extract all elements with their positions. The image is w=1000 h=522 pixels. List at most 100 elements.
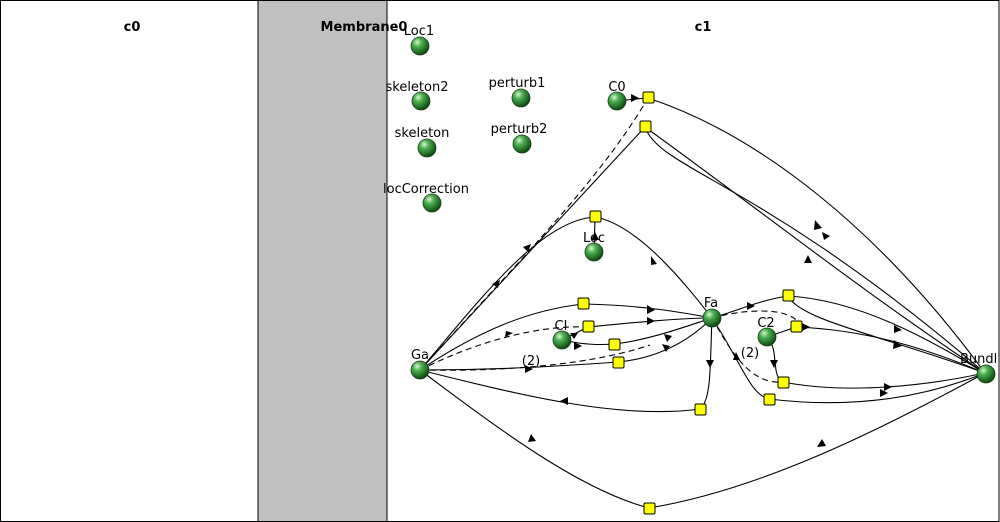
edge-ga-r4[interactable] bbox=[419, 303, 584, 371]
edge-r9-bundl[interactable] bbox=[648, 372, 986, 509]
reaction-node-r9[interactable] bbox=[643, 502, 656, 515]
species-node-perturb2[interactable] bbox=[512, 134, 532, 154]
edge-r13-bundl[interactable] bbox=[768, 372, 986, 404]
edge-r10-bundl-2[interactable] bbox=[787, 295, 986, 374]
reaction-node-r1[interactable] bbox=[642, 91, 655, 104]
stoichiometry-label-fa: (2) bbox=[741, 346, 759, 361]
compartment-c1[interactable] bbox=[386, 0, 1000, 522]
edge-r4-fa[interactable] bbox=[582, 303, 713, 319]
reaction-node-r5[interactable] bbox=[582, 320, 595, 333]
reaction-node-r13[interactable] bbox=[763, 393, 776, 406]
arrow-fa-r8 bbox=[706, 360, 714, 368]
species-node-skeleton[interactable] bbox=[417, 138, 437, 158]
reaction-nodes bbox=[577, 91, 803, 515]
species-nodes bbox=[410, 36, 996, 384]
arrow-ga-r4 bbox=[505, 331, 513, 337]
species-node-skeleton2[interactable] bbox=[411, 91, 431, 111]
reaction-node-r11[interactable] bbox=[790, 320, 803, 333]
edge-r10-bundl[interactable] bbox=[787, 295, 986, 374]
edge-ga-r9[interactable] bbox=[419, 369, 650, 509]
species-node-ci[interactable] bbox=[552, 330, 572, 350]
arrow-ga-r9 bbox=[528, 434, 536, 442]
species-label-perturb2: perturb2 bbox=[491, 122, 548, 137]
species-node-loc[interactable] bbox=[584, 242, 604, 262]
edge-ga-r3[interactable] bbox=[419, 216, 596, 371]
species-label-loc1: Loc1 bbox=[404, 24, 434, 39]
arrow-fa-r11 bbox=[802, 323, 810, 331]
species-node-c0[interactable] bbox=[607, 91, 627, 111]
compartment-label-membrane: Membrane0 bbox=[321, 20, 408, 35]
species-label-ga: Ga bbox=[411, 348, 429, 363]
species-node-perturb1[interactable] bbox=[511, 88, 531, 108]
edge-fa-r13[interactable] bbox=[711, 317, 770, 400]
arrow-r4-fa bbox=[647, 305, 655, 314]
species-label-loccorrection: locCorrection bbox=[383, 182, 469, 197]
compartment-label-c1: c1 bbox=[695, 20, 712, 35]
species-node-loc1[interactable] bbox=[410, 36, 430, 56]
edge-ga-r5-dashed[interactable] bbox=[419, 326, 589, 371]
edge-r7-fa[interactable] bbox=[617, 317, 713, 363]
reaction-node-r3[interactable] bbox=[589, 210, 602, 223]
edge-r2-bundl[interactable] bbox=[644, 126, 986, 374]
reaction-node-r10[interactable] bbox=[782, 289, 795, 302]
species-node-fa[interactable] bbox=[702, 308, 722, 328]
arrow-r8-ga bbox=[560, 397, 568, 405]
arrow-r1-bundl bbox=[814, 220, 822, 230]
species-label-ci: CI bbox=[555, 319, 568, 334]
species-label-loc: Loc bbox=[583, 231, 605, 246]
edge-ga-r2[interactable] bbox=[419, 126, 646, 371]
arrow-r5-fa bbox=[647, 317, 655, 325]
edge-ga-r7-dashed[interactable] bbox=[419, 344, 651, 371]
arrow-r2-bundl bbox=[822, 232, 830, 240]
reaction-node-r12[interactable] bbox=[777, 376, 790, 389]
arrow-bundl-r2 bbox=[804, 255, 812, 263]
species-node-bundl[interactable] bbox=[976, 364, 996, 384]
edge-r3-fa[interactable] bbox=[594, 216, 713, 319]
species-label-bundl: Bundl bbox=[960, 352, 997, 367]
arrow-r10-bundl bbox=[894, 325, 902, 333]
species-node-c2[interactable] bbox=[757, 327, 777, 347]
arrow-ci-r6 bbox=[574, 342, 582, 350]
arrow-c2-r12 bbox=[770, 360, 778, 368]
arrowheads bbox=[492, 94, 902, 447]
arrow-c0-r1 bbox=[631, 94, 639, 102]
edge-r5-fa[interactable] bbox=[587, 317, 713, 328]
arrow-loc-r3 bbox=[591, 232, 599, 240]
species-node-ga[interactable] bbox=[410, 360, 430, 380]
reaction-node-r6[interactable] bbox=[608, 338, 621, 351]
arrow-fa-r10 bbox=[747, 302, 755, 310]
species-node-loccorrection[interactable] bbox=[422, 193, 442, 213]
edge-fa-r11-dashed[interactable] bbox=[711, 310, 801, 326]
arrow-r7-fa bbox=[662, 344, 670, 352]
arrow-r12-bundl bbox=[884, 383, 892, 391]
arrow-r6-fa bbox=[664, 334, 672, 342]
arrow-ga-r2 bbox=[492, 280, 500, 288]
edge-bundl-r2[interactable] bbox=[644, 126, 986, 374]
species-label-skeleton2: skeleton2 bbox=[385, 80, 448, 95]
compartment-c0[interactable] bbox=[0, 0, 259, 522]
species-labels: Loc1 skeleton2 perturb1 C0 skeleton pert… bbox=[383, 24, 997, 367]
arrow-r13-bundl bbox=[880, 389, 888, 397]
arrow-ci-r5 bbox=[570, 333, 578, 339]
arrow-r3-fa bbox=[651, 256, 657, 265]
arrow-ga-r7 bbox=[525, 365, 533, 373]
species-label-perturb1: perturb1 bbox=[489, 76, 546, 91]
species-label-c0: C0 bbox=[608, 80, 625, 95]
reaction-node-r4[interactable] bbox=[577, 297, 590, 310]
compartment-membrane[interactable] bbox=[257, 0, 388, 522]
arrow-r9-bundl bbox=[817, 439, 826, 447]
stoichiometry-label-ga: (2) bbox=[522, 354, 540, 369]
edge-r1-bundl[interactable] bbox=[647, 97, 986, 374]
edge-r11-bundl[interactable] bbox=[795, 326, 986, 374]
reaction-node-r7[interactable] bbox=[612, 356, 625, 369]
reaction-node-r8[interactable] bbox=[694, 403, 707, 416]
compartment-label-c0: c0 bbox=[124, 20, 141, 35]
arrow-fa-r13 bbox=[733, 352, 740, 360]
reaction-node-r2[interactable] bbox=[639, 120, 652, 133]
arrow-ga-r3 bbox=[523, 244, 531, 252]
edge-fa-r12-dashed[interactable] bbox=[711, 317, 784, 383]
arrow-r11-bundl bbox=[893, 340, 902, 349]
species-label-skeleton: skeleton bbox=[395, 126, 450, 141]
